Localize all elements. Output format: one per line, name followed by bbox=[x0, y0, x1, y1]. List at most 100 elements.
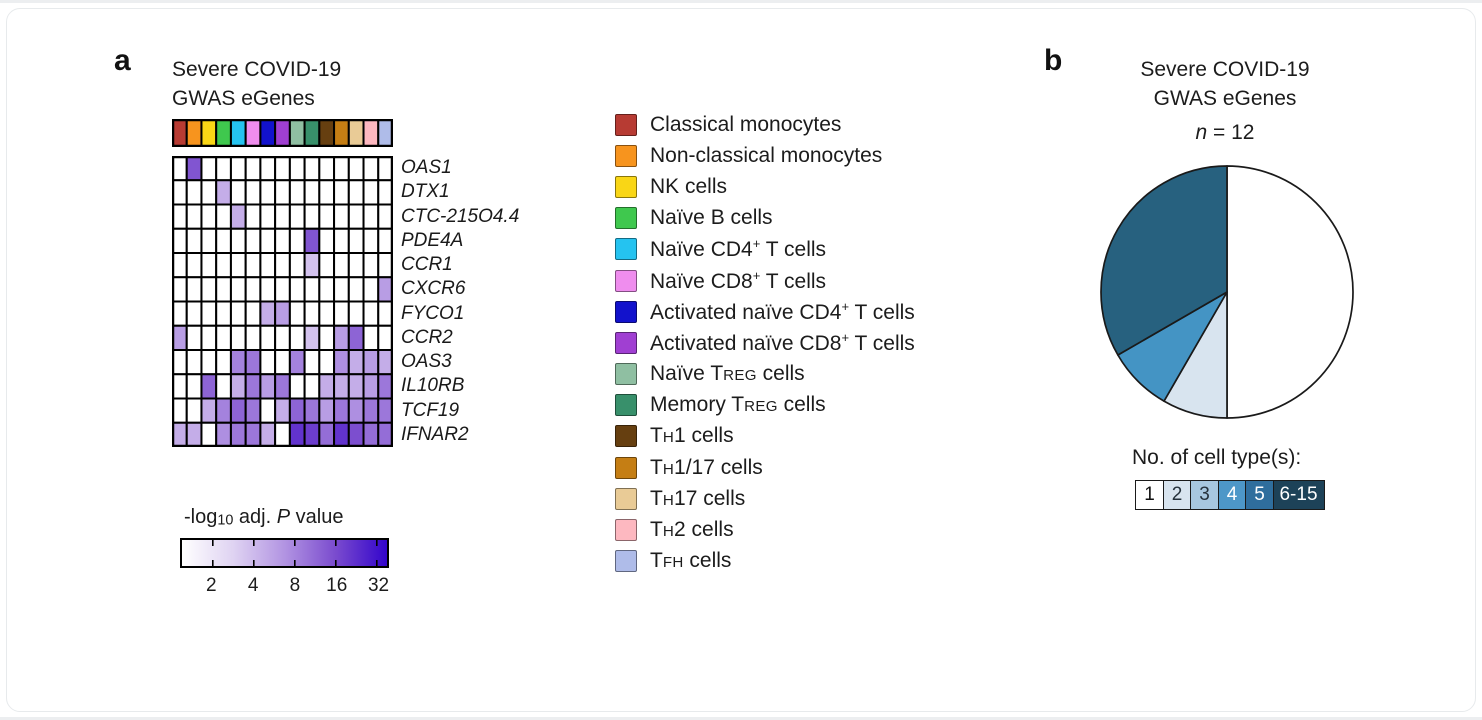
legend-swatch bbox=[615, 300, 637, 323]
heatmap-cell bbox=[347, 300, 365, 327]
cell-type-strip-swatch bbox=[215, 119, 232, 147]
heatmap-cell bbox=[229, 397, 247, 424]
heatmap-cell bbox=[318, 373, 336, 400]
text-segment: 2 cells bbox=[674, 518, 734, 542]
pie-slice bbox=[1226, 165, 1354, 419]
heatmap-cell bbox=[274, 252, 291, 279]
cell-type-strip-swatch bbox=[229, 119, 247, 147]
heatmap-cell bbox=[229, 276, 247, 303]
heatmap-cell bbox=[303, 373, 321, 400]
heatmap-cell bbox=[229, 179, 247, 206]
heatmap-cell bbox=[347, 349, 365, 376]
legend-label: TFH cells bbox=[650, 549, 731, 573]
cell-type-color-strip bbox=[172, 119, 393, 147]
heatmap-cell bbox=[215, 397, 232, 424]
cell-type-strip-swatch bbox=[362, 119, 380, 147]
heatmap-cell bbox=[259, 227, 277, 254]
heatmap-cell bbox=[200, 179, 218, 206]
gene-label: CCR2 bbox=[401, 326, 453, 348]
text-segment: = 12 bbox=[1207, 121, 1255, 144]
text-segment: Classical monocytes bbox=[650, 112, 842, 136]
legend-label: Memory TREG cells bbox=[650, 393, 826, 417]
text-segment: 1/17 cells bbox=[674, 455, 763, 479]
heatmap-cell bbox=[259, 252, 277, 279]
heatmap-cell bbox=[333, 276, 350, 303]
gene-label: FYCO1 bbox=[401, 302, 465, 324]
cell-type-strip-swatch bbox=[274, 119, 291, 147]
heatmap-cell bbox=[362, 276, 380, 303]
heatmap-cell bbox=[259, 373, 277, 400]
heatmap-cell bbox=[303, 156, 321, 182]
cell-type-strip-swatch bbox=[303, 119, 321, 147]
legend-item: TFH cells bbox=[615, 546, 915, 577]
heatmap-cell bbox=[244, 203, 262, 230]
colorbar-tick-label: 2 bbox=[206, 575, 217, 596]
heatmap-cell bbox=[362, 179, 380, 206]
legend-swatch bbox=[615, 113, 637, 136]
heatmap-cell bbox=[318, 179, 336, 206]
heatmap-cell bbox=[244, 349, 262, 376]
heatmap-cell bbox=[200, 397, 218, 424]
heatmap-cell bbox=[274, 324, 291, 351]
cell-type-count-pie bbox=[1100, 165, 1354, 419]
text-segment: T bbox=[650, 455, 663, 479]
heatmap-cell bbox=[185, 300, 203, 327]
heatmap-cell bbox=[288, 300, 306, 327]
heatmap-cell bbox=[244, 276, 262, 303]
heatmap-cell bbox=[318, 300, 336, 327]
heatmap-cell bbox=[274, 300, 291, 327]
legend-label: TH1/17 cells bbox=[650, 456, 763, 480]
heatmap-cell bbox=[185, 373, 203, 400]
legend-label: Naïve B cells bbox=[650, 206, 773, 230]
heatmap-cell bbox=[244, 227, 262, 254]
heatmap-cell bbox=[318, 324, 336, 351]
colorbar-tick-label: 16 bbox=[326, 575, 348, 596]
text-segment: 10 bbox=[217, 512, 234, 529]
heatmap-cell bbox=[185, 276, 203, 303]
heatmap-cell bbox=[288, 203, 306, 230]
legend-item: NK cells bbox=[615, 171, 915, 202]
gene-label: OAS1 bbox=[401, 157, 452, 179]
heatmap-cell bbox=[185, 397, 203, 424]
heatmap-cell bbox=[259, 179, 277, 206]
legend-label: TH2 cells bbox=[650, 518, 734, 542]
heatmap-cell bbox=[303, 300, 321, 327]
heatmap-cell bbox=[362, 397, 380, 424]
text-segment: Memory T bbox=[650, 393, 745, 417]
text-segment: T cells bbox=[849, 331, 915, 355]
heatmap-cell bbox=[200, 300, 218, 327]
bin-3: 3 bbox=[1190, 480, 1219, 510]
legend-label: Naïve CD8+ T cells bbox=[650, 268, 826, 294]
legend-label: TH17 cells bbox=[650, 487, 745, 511]
panel-a-title-line2: GWAS eGenes bbox=[172, 87, 315, 110]
text-segment: Naïve CD8 bbox=[650, 269, 753, 293]
heatmap-cell bbox=[259, 203, 277, 230]
heatmap-cell bbox=[303, 349, 321, 376]
heatmap-cell bbox=[288, 276, 306, 303]
heatmap-cell bbox=[362, 324, 380, 351]
text-segment: T cells bbox=[760, 269, 827, 293]
heatmap-cell bbox=[229, 300, 247, 327]
heatmap-cell bbox=[318, 227, 336, 254]
text-segment: cells bbox=[756, 362, 805, 386]
gene-label: DTX1 bbox=[401, 181, 450, 203]
legend-item: Activated naïve CD8+ T cells bbox=[615, 327, 915, 358]
heatmap-cell bbox=[333, 373, 350, 400]
legend-item: TH2 cells bbox=[615, 514, 915, 545]
heatmap-cell bbox=[333, 179, 350, 206]
legend-swatch bbox=[615, 456, 637, 479]
heatmap-cell bbox=[362, 252, 380, 279]
heatmap-cell bbox=[333, 324, 350, 351]
heatmap-cell bbox=[229, 421, 247, 447]
colorbar-tick-label: 4 bbox=[247, 575, 259, 596]
heatmap-cell bbox=[333, 252, 350, 279]
legend-label: NK cells bbox=[650, 175, 727, 199]
heatmap-cell bbox=[200, 252, 218, 279]
legend-item: Activated naïve CD4+ T cells bbox=[615, 296, 915, 327]
colorbar-ticks bbox=[211, 540, 378, 566]
heatmap-cell bbox=[288, 156, 306, 182]
heatmap-cell bbox=[274, 179, 291, 206]
text-segment: T bbox=[650, 486, 663, 510]
